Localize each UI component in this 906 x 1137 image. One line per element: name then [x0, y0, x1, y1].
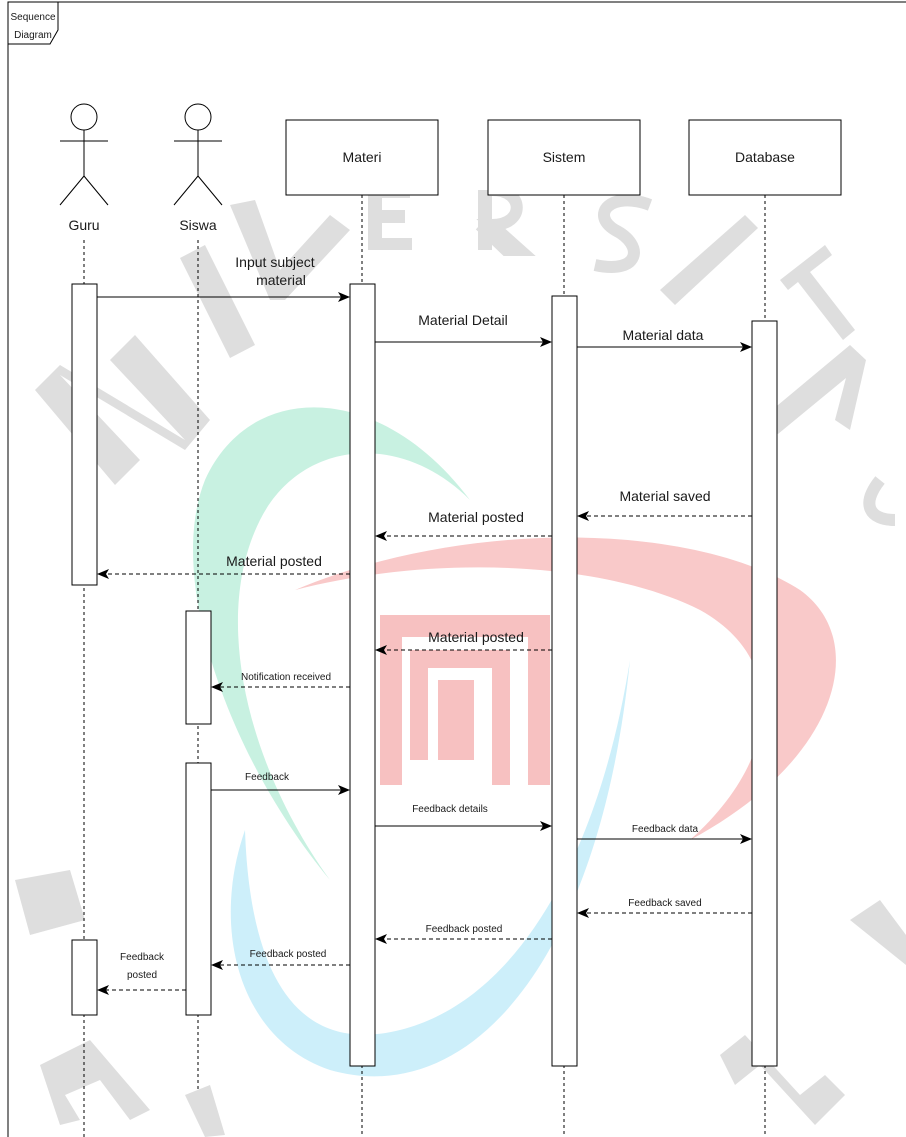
actor-siswa [173, 103, 223, 206]
message-label-feedback-posted-1: Feedback posted [426, 924, 503, 935]
message-label-material-posted-3: Material posted [428, 629, 524, 645]
object-sistem-box [487, 119, 641, 196]
message-label-input-subject-1: Input subject [235, 254, 314, 270]
message-label-material-data: Material data [623, 327, 704, 343]
watermark-letter-n3 [850, 900, 906, 965]
actor-guru-label: Guru [68, 217, 99, 233]
diagram-frame [7, 1, 906, 1137]
frame-label-line1: Sequence [10, 12, 55, 23]
object-materi-label: Materi [343, 149, 382, 165]
message-label-material-detail: Material Detail [418, 312, 507, 328]
watermark-letter-a3 [185, 1085, 225, 1137]
activation-siswa-1 [185, 610, 212, 725]
watermark-letter-t [780, 245, 855, 340]
message-label-input-subject-2: material [256, 272, 306, 288]
watermark-letter-a [760, 345, 866, 434]
object-database-label: Database [735, 149, 795, 165]
message-label-feedback-saved: Feedback saved [628, 898, 701, 909]
watermark-letter-n [35, 335, 210, 485]
message-label-feedback-data: Feedback data [632, 824, 699, 835]
activation-database [751, 320, 778, 1067]
activations [71, 283, 778, 1067]
message-label-feedback-posted-3-line1: Feedback [120, 952, 165, 963]
object-sistem-label: Sistem [543, 149, 586, 165]
watermark-letter-a2 [40, 1040, 150, 1125]
object-materi-box [285, 119, 439, 196]
watermark [15, 184, 906, 1137]
activation-guru-2 [71, 939, 98, 1016]
watermark-logo [380, 615, 550, 785]
message-label-material-posted-1: Material posted [428, 509, 524, 525]
watermark-green-swoosh [193, 407, 470, 880]
message-label-feedback-posted-3-line2: posted [127, 970, 157, 981]
message-label-feedback: Feedback [245, 772, 290, 783]
watermark-letter-n2 [720, 1035, 845, 1125]
watermark-cyan-swoosh [230, 660, 630, 1077]
watermark-letter-s2 [863, 476, 896, 526]
message-label-feedback-details: Feedback details [412, 804, 488, 815]
watermark-letter-s [593, 194, 653, 273]
frame-label-tab [7, 1, 59, 45]
message-labels: Input subject material Material Detail M… [120, 254, 710, 981]
message-label-material-saved: Material saved [619, 488, 710, 504]
activation-materi [349, 283, 376, 1067]
watermark-letter-v [230, 200, 350, 300]
actor-guru [59, 103, 109, 206]
message-label-material-posted-2: Material posted [226, 553, 322, 569]
activation-sistem [551, 295, 578, 1067]
activation-siswa-2 [185, 762, 212, 1016]
object-database-box [688, 119, 842, 196]
actor-guru-head-icon [70, 103, 98, 131]
watermark-letter-i2 [660, 215, 758, 305]
watermark-letter-e [368, 185, 412, 250]
activation-guru-1 [71, 283, 98, 586]
watermark-letters [15, 184, 906, 1137]
frame-label-line2: Diagram [14, 30, 52, 41]
message-label-feedback-posted-2: Feedback posted [250, 949, 327, 960]
watermark-letter-i [180, 245, 255, 358]
actor-siswa-head-icon [184, 103, 212, 131]
watermark-letter-b [15, 870, 85, 935]
messages [97, 292, 752, 995]
actor-siswa-label: Siswa [179, 217, 217, 233]
message-label-notification-received: Notification received [241, 672, 331, 683]
